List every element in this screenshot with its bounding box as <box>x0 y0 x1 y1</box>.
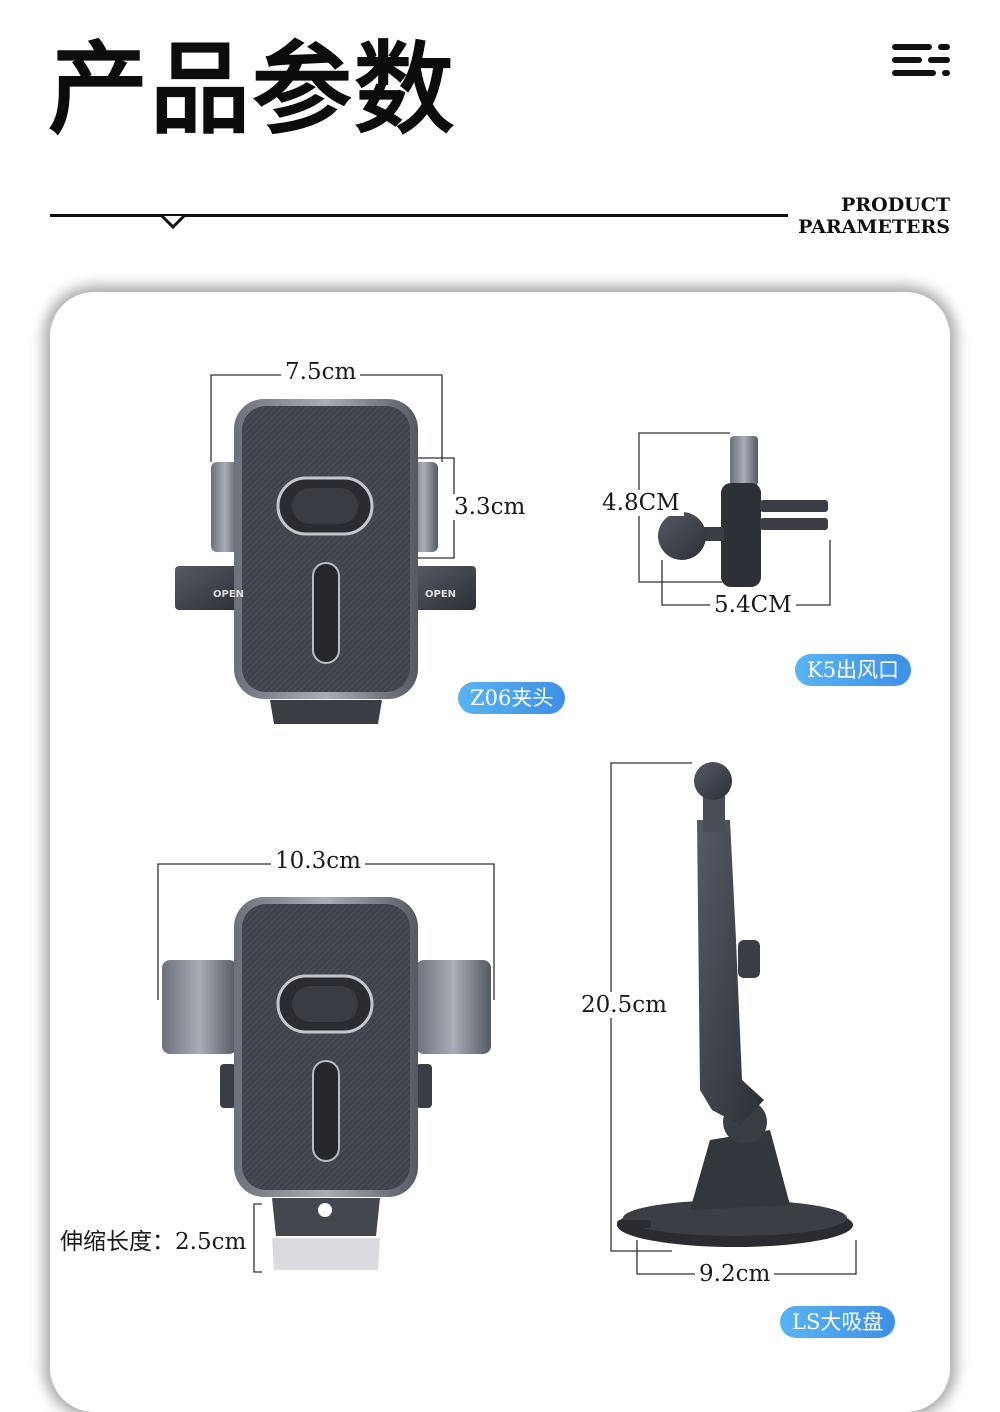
open-label-right: OPEN <box>425 589 456 600</box>
extend-length-label: 伸缩长度：2.5cm <box>56 1222 251 1256</box>
open-clamp-image <box>162 897 491 1270</box>
k5-tag: K5出风口 <box>795 654 912 686</box>
z06-tag: Z06夹头 <box>458 682 566 714</box>
ls-height-label: 20.5cm <box>577 992 671 1018</box>
open-clamp-width-label: 10.3cm <box>271 848 365 874</box>
ls-base-label: 9.2cm <box>695 1261 775 1287</box>
page-title: 产品参数 <box>48 31 456 148</box>
ls-tag: LS大吸盘 <box>780 1306 896 1338</box>
z06-width-label: 7.5cm <box>281 359 361 385</box>
header-divider <box>50 214 788 217</box>
chevron-down-icon <box>160 214 186 230</box>
k5-vent-image <box>658 436 828 587</box>
subtitle-line-2: PARAMETERS <box>798 216 950 238</box>
subtitle-line-1: PRODUCT <box>841 194 950 216</box>
menu-icon[interactable] <box>892 44 950 76</box>
k5-width-label: 5.4CM <box>710 592 796 618</box>
ls-suction-image <box>617 762 853 1247</box>
z06-depth-label: 3.3cm <box>450 494 530 520</box>
z06-clamp-image <box>175 399 476 724</box>
english-subtitle: PRODUCT PARAMETERS <box>798 194 950 238</box>
open-label-left: OPEN <box>213 589 244 600</box>
k5-height-label: 4.8CM <box>598 490 684 516</box>
